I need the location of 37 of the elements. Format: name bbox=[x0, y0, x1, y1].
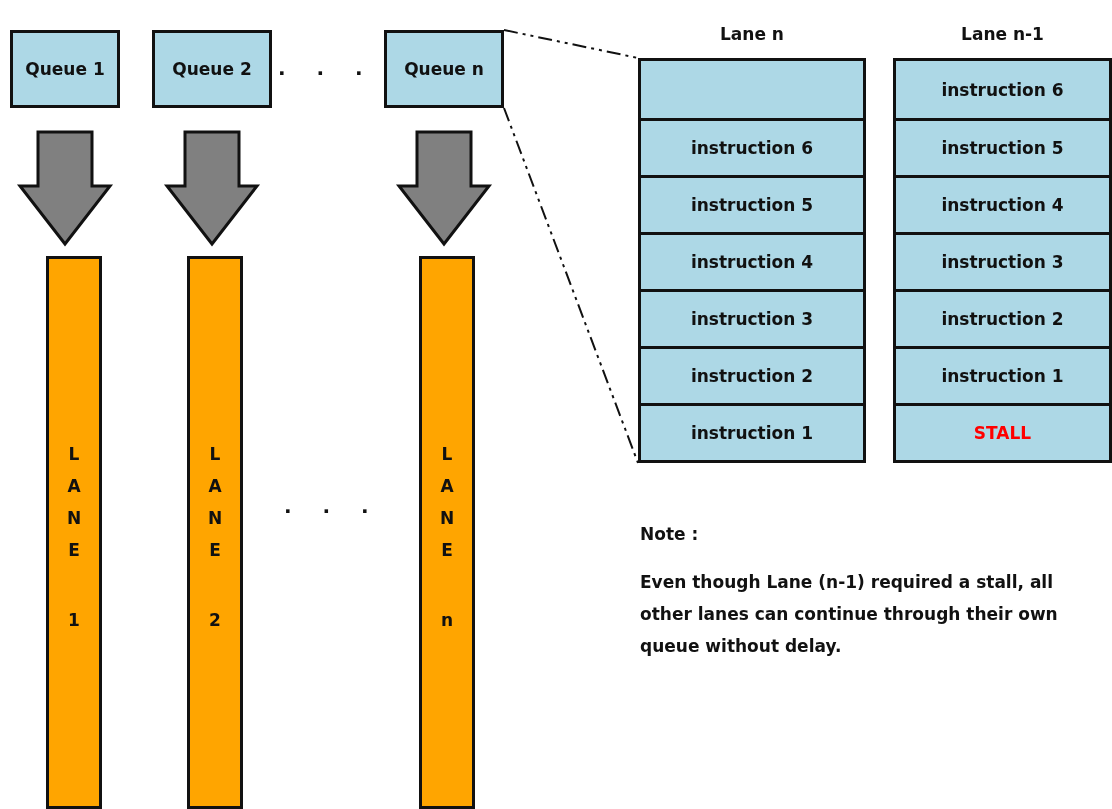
note-text: Even though Lane (n-1) required a stall, all other lanes can continue through their own queue without delay. bbox=[640, 571, 1059, 658]
instruction-cell: instruction 2 bbox=[896, 289, 1109, 346]
instruction-cell: instruction 2 bbox=[641, 346, 863, 403]
empty-cell bbox=[641, 61, 863, 118]
lane-bar bbox=[419, 256, 475, 809]
zoom-line bbox=[503, 29, 639, 59]
column-heading: Lane n bbox=[719, 23, 785, 46]
instruction-cell: instruction 4 bbox=[641, 232, 863, 289]
stall-cell: STALL bbox=[896, 403, 1109, 460]
lane-number: 1 bbox=[68, 610, 80, 630]
queue-box: Queue 1 bbox=[10, 30, 120, 108]
block-arrow bbox=[16, 130, 114, 247]
zoom-line bbox=[503, 107, 639, 464]
instruction-cell: instruction 6 bbox=[896, 61, 1109, 118]
instruction-cell: instruction 5 bbox=[641, 175, 863, 232]
note-heading: Note : bbox=[640, 523, 700, 546]
queue-box: Queue 2 bbox=[152, 30, 272, 108]
lane-letters: LANE bbox=[437, 444, 457, 572]
queue-box: Queue n bbox=[384, 30, 504, 108]
instruction-cell: instruction 1 bbox=[641, 403, 863, 460]
block-arrow bbox=[163, 130, 261, 247]
ellipsis-dots: . . . bbox=[278, 55, 376, 82]
instruction-cell: instruction 1 bbox=[896, 346, 1109, 403]
lane-number: 2 bbox=[209, 610, 221, 630]
ellipsis-dots: . . . bbox=[284, 493, 382, 520]
instruction-cell: instruction 3 bbox=[641, 289, 863, 346]
column-heading: Lane n-1 bbox=[960, 23, 1045, 46]
lane-letters: LANE bbox=[64, 444, 84, 572]
lane-bar bbox=[46, 256, 102, 809]
lane-number: n bbox=[440, 610, 454, 630]
instruction-cell: instruction 4 bbox=[896, 175, 1109, 232]
block-arrow bbox=[395, 130, 493, 247]
instruction-cell: instruction 6 bbox=[641, 118, 863, 175]
lane-bar bbox=[187, 256, 243, 809]
instruction-cell: instruction 5 bbox=[896, 118, 1109, 175]
lane-letters: LANE bbox=[205, 444, 225, 572]
instruction-cell: instruction 3 bbox=[896, 232, 1109, 289]
